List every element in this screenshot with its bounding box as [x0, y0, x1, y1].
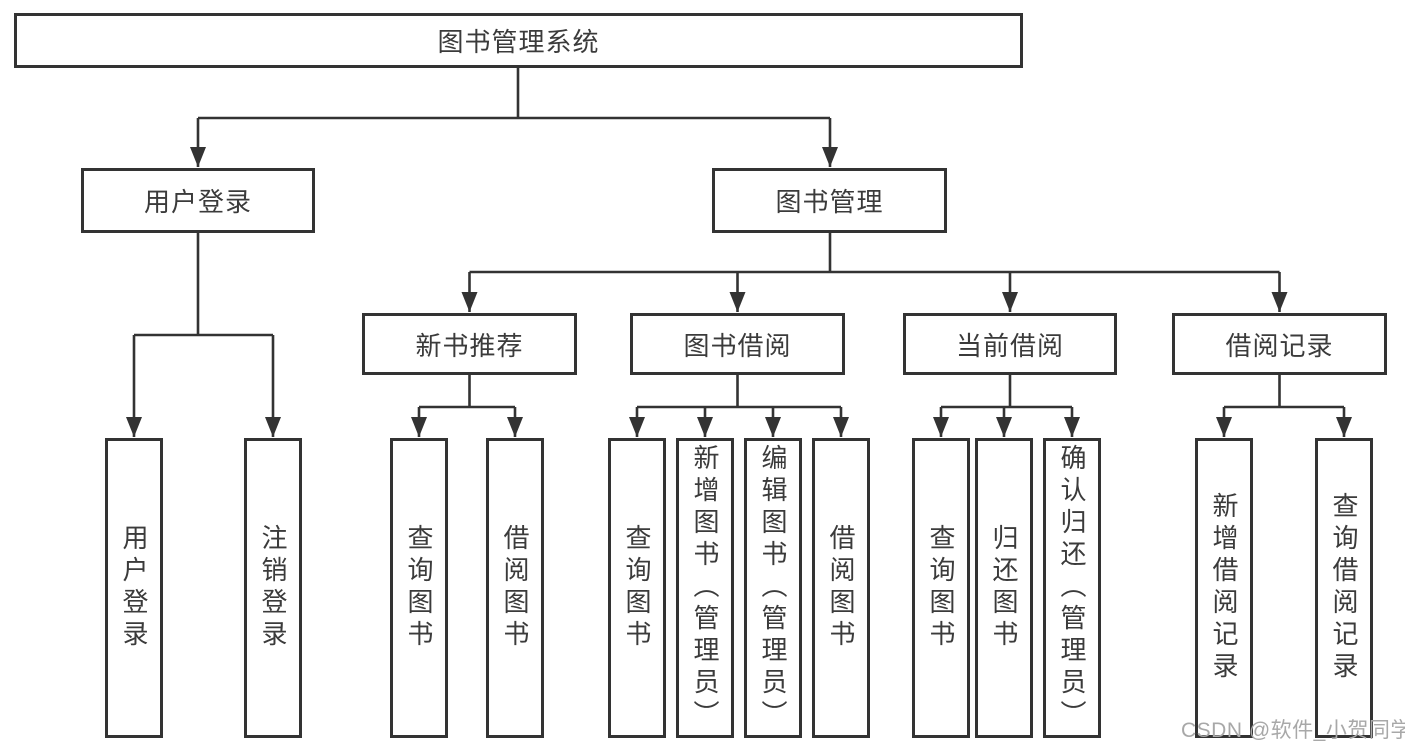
node-new-book-recommend: 新书推荐: [362, 313, 577, 375]
leaf-user-login: 用户登录: [105, 438, 163, 738]
leaf-query-books-2: 查询图书: [608, 438, 666, 738]
node-book-borrow: 图书借阅: [630, 313, 845, 375]
edges-book-borrow: [629, 375, 849, 437]
leaf-label: 借阅图书: [826, 524, 856, 652]
leaf-label: 查询图书: [622, 524, 652, 652]
node-borrow-records: 借阅记录: [1172, 313, 1387, 375]
leaf-label: 借阅图书: [500, 524, 530, 652]
edges-root: [190, 68, 838, 167]
node-book-management: 图书管理: [712, 168, 947, 233]
leaf-label: 注销登录: [258, 524, 288, 652]
leaf-logout: 注销登录: [244, 438, 302, 738]
leaf-label: 归还图书: [989, 524, 1019, 652]
leaf-label: 编辑图书（管理员）: [758, 444, 788, 732]
edges-user-login: [126, 233, 281, 437]
leaf-label: 新增图书（管理员）: [690, 444, 720, 732]
edges-book-management: [461, 233, 1288, 312]
csdn-watermark: CSDN @软件_小贺同学: [1181, 719, 1405, 742]
node-library-system: 图书管理系统: [14, 13, 1023, 68]
edges-new-book: [411, 375, 523, 437]
edges-current-borrow: [933, 375, 1080, 437]
leaf-query-books-1: 查询图书: [390, 438, 448, 738]
leaf-borrow-books-1: 借阅图书: [486, 438, 544, 738]
leaf-confirm-return-admin: 确认归还（管理员）: [1043, 438, 1101, 738]
leaf-label: 查询图书: [404, 524, 434, 652]
leaf-query-books-3: 查询图书: [912, 438, 970, 738]
leaf-query-borrow-record: 查询借阅记录: [1315, 438, 1373, 738]
leaf-label: 用户登录: [119, 524, 149, 652]
leaf-label: 新增借阅记录: [1209, 492, 1239, 684]
leaf-borrow-books-2: 借阅图书: [812, 438, 870, 738]
leaf-label: 确认归还（管理员）: [1057, 444, 1087, 732]
leaf-label: 查询图书: [926, 524, 956, 652]
leaf-return-book: 归还图书: [975, 438, 1033, 738]
leaf-label: 查询借阅记录: [1329, 492, 1359, 684]
leaf-edit-book-admin: 编辑图书（管理员）: [744, 438, 802, 738]
node-current-borrow: 当前借阅: [903, 313, 1117, 375]
edges-borrow-records: [1216, 375, 1352, 437]
node-user-login: 用户登录: [81, 168, 315, 233]
leaf-add-borrow-record: 新增借阅记录: [1195, 438, 1253, 738]
leaf-add-book-admin: 新增图书（管理员）: [676, 438, 734, 738]
